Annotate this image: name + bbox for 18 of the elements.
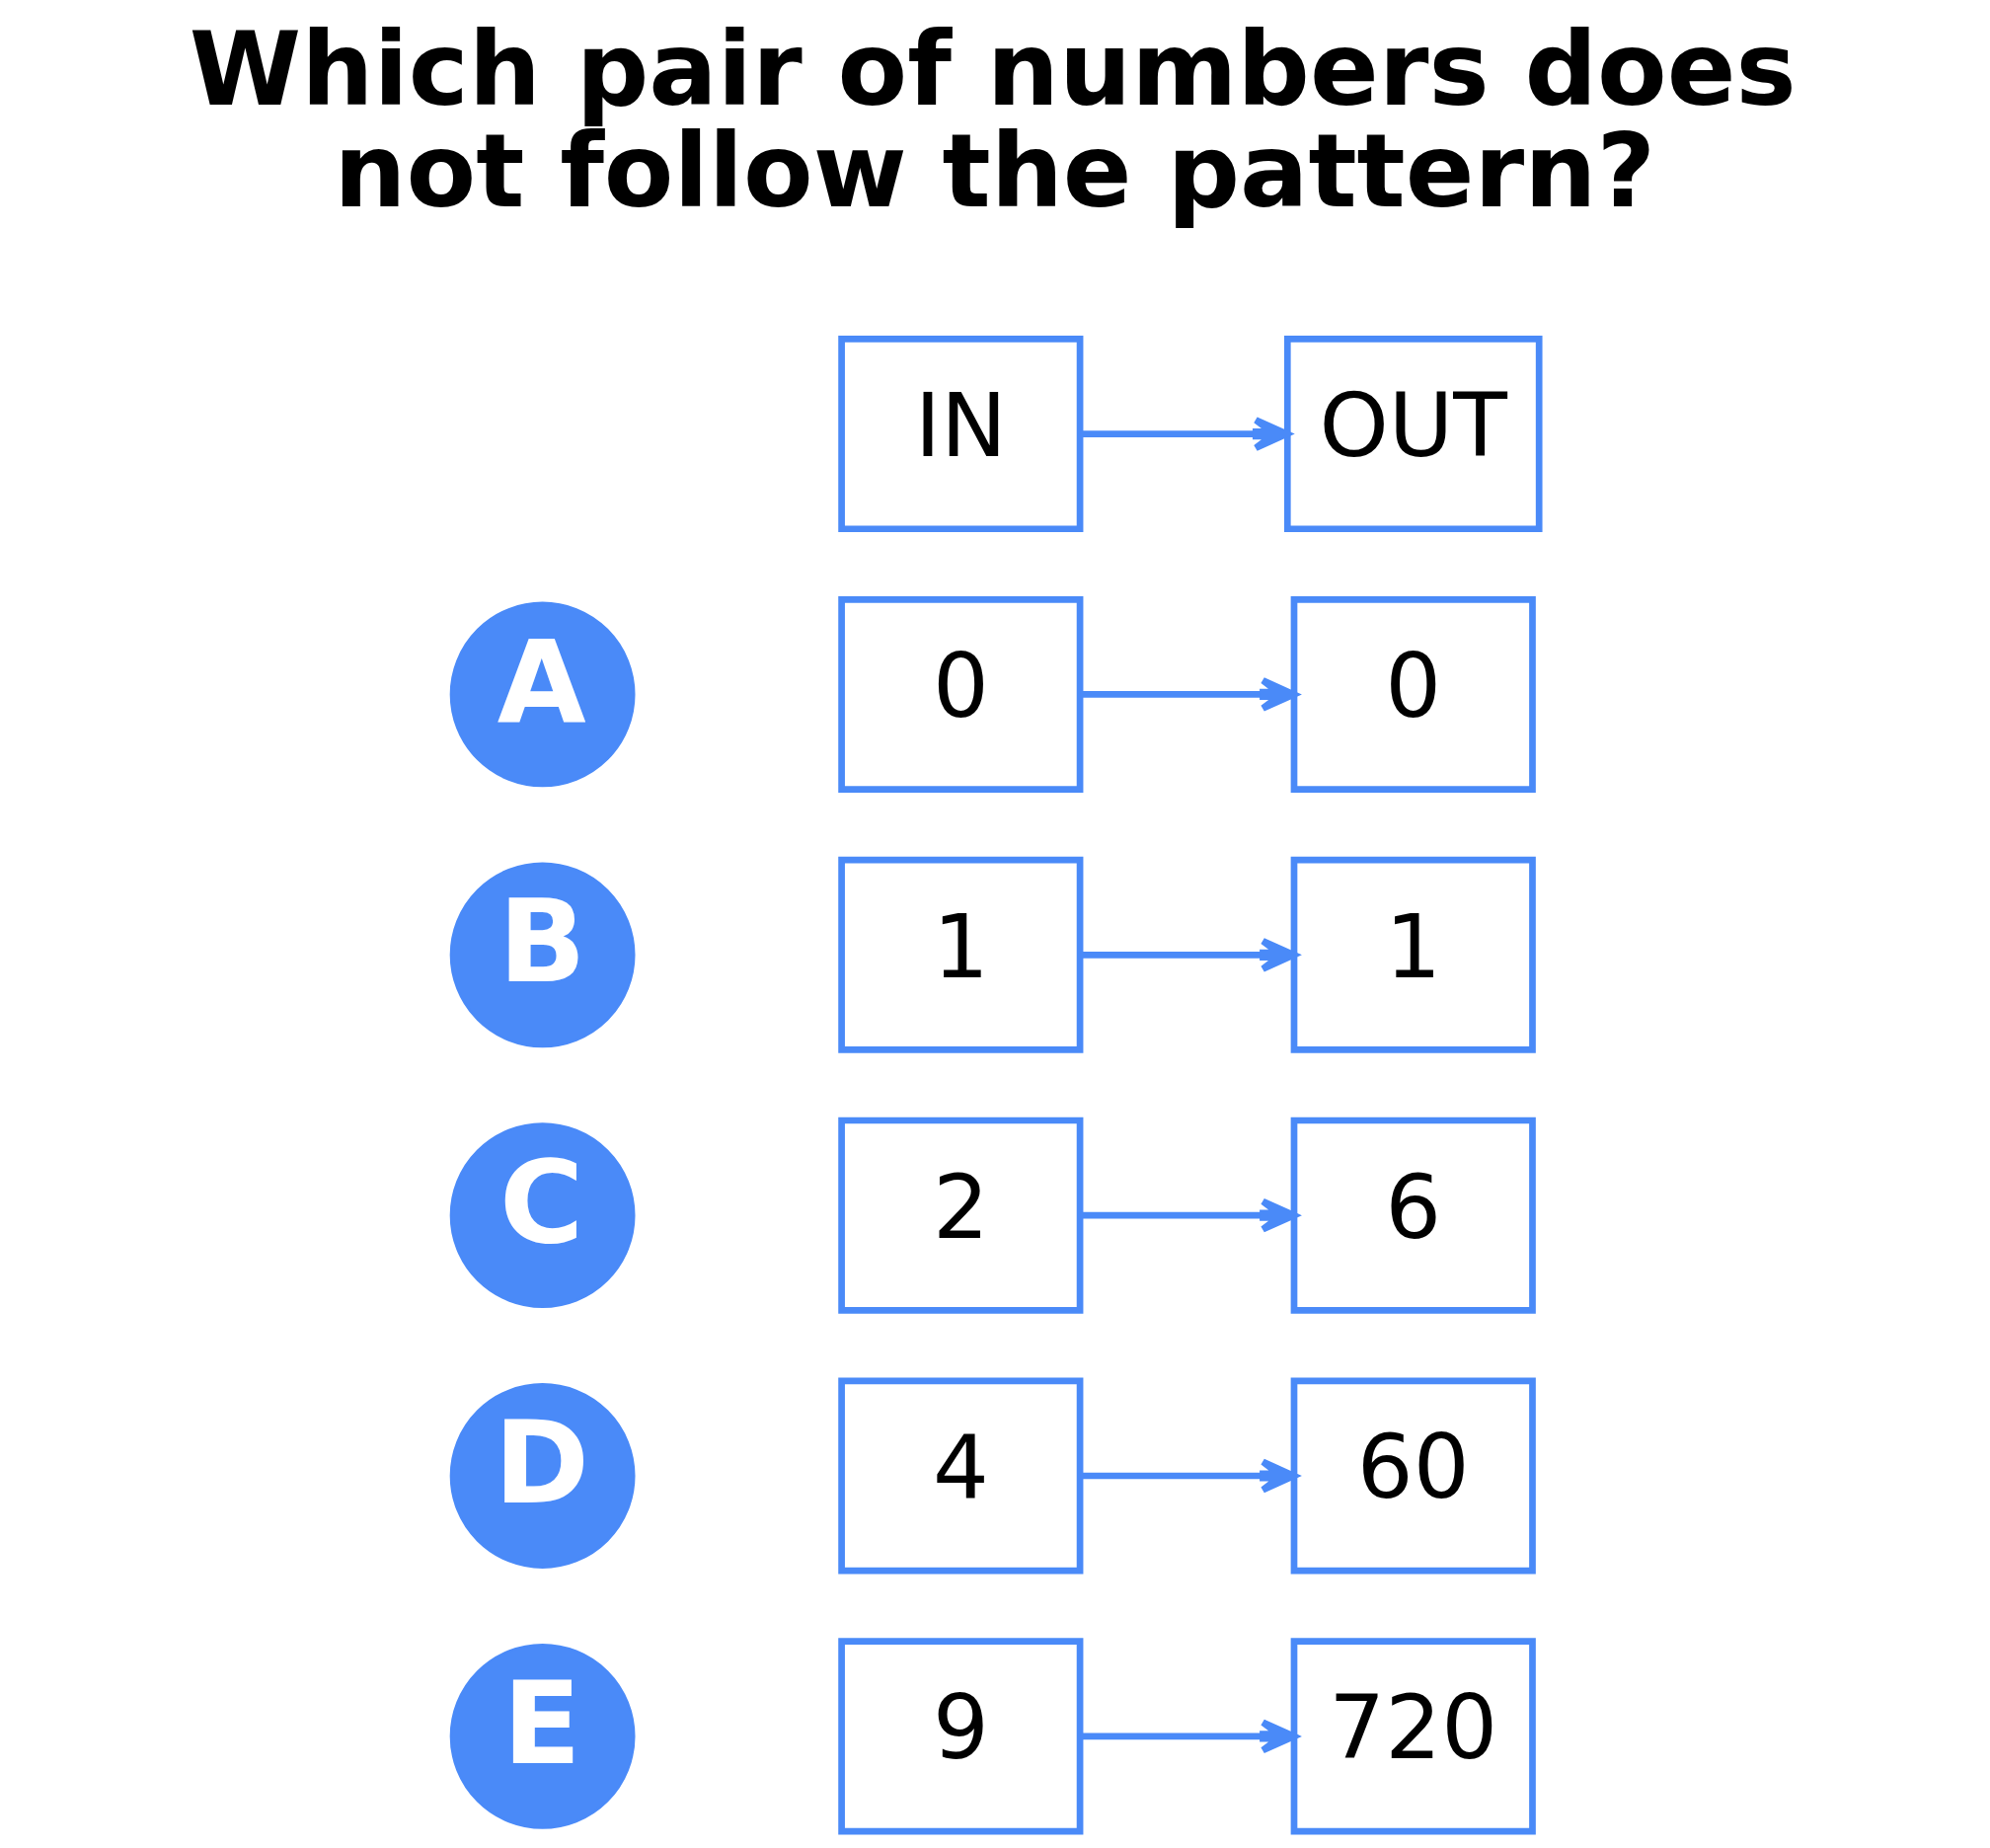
node-box: 720 [1290, 1638, 1536, 1835]
node-box: 0 [1290, 595, 1536, 793]
node-box: 0 [838, 595, 1084, 793]
node-circle: C [449, 1122, 636, 1309]
node-box: OUT [1283, 336, 1543, 533]
node-box: 9 [838, 1638, 1084, 1835]
node-box: 4 [838, 1377, 1084, 1575]
node-circle: E [449, 1643, 636, 1829]
node-box: 1 [1290, 856, 1536, 1053]
node-box: 60 [1290, 1377, 1536, 1575]
node-box: 6 [1290, 1116, 1536, 1314]
node-box: 1 [838, 856, 1084, 1053]
node-box: 2 [838, 1116, 1084, 1314]
diagram-title: Which pair of numbers does not follow the pattern? [189, 10, 1797, 230]
node-box: IN [838, 336, 1084, 533]
node-circle: B [449, 862, 636, 1048]
node-circle: A [449, 601, 636, 788]
node-circle: D [449, 1383, 636, 1569]
